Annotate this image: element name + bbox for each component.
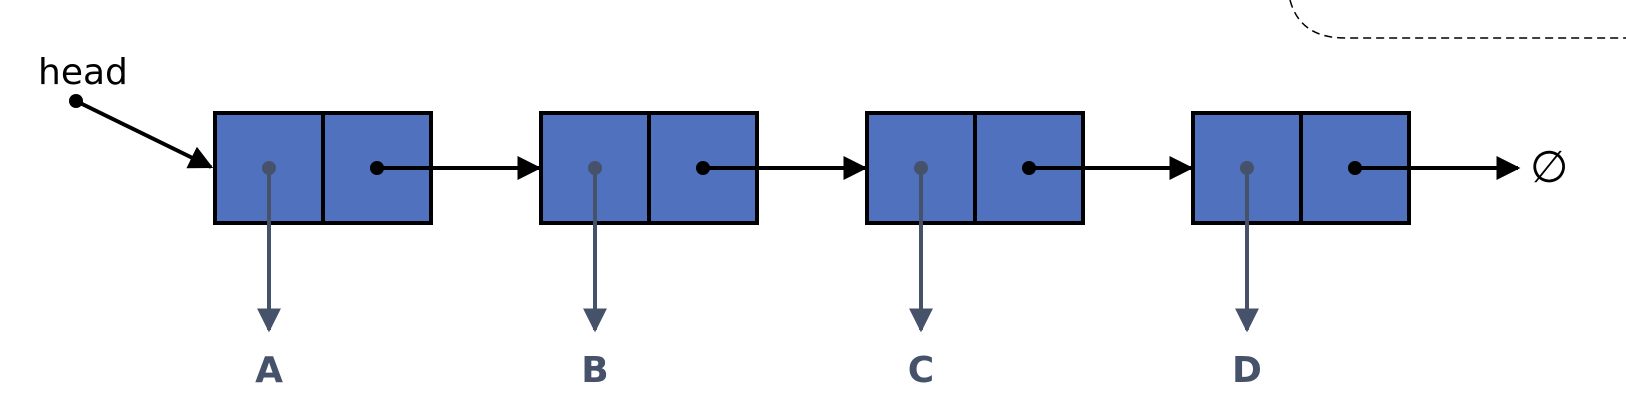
list-node: B (539, 111, 868, 391)
nodes-layer: A B C D (213, 111, 1521, 391)
list-node: D (1191, 111, 1521, 391)
dashed-callout-edge (1289, 0, 1626, 39)
value-pointer-dot (588, 161, 602, 175)
list-node: C (865, 111, 1194, 391)
next-pointer-dot (1348, 161, 1362, 175)
null-marker: ∅ (1530, 142, 1568, 193)
head-pointer-arrow (75, 99, 214, 169)
value-pointer-dot (262, 161, 276, 175)
node-value-label: D (1232, 350, 1262, 391)
node-value-label: C (908, 350, 934, 391)
node-value-label: B (581, 350, 608, 391)
next-pointer-dot (696, 161, 710, 175)
head-label: head (38, 52, 128, 93)
value-pointer-dot (914, 161, 928, 175)
list-node: A (213, 111, 542, 391)
next-pointer-dot (370, 161, 384, 175)
value-pointer-dot (1240, 161, 1254, 175)
next-pointer-dot (1022, 161, 1036, 175)
node-value-label: A (255, 350, 283, 391)
